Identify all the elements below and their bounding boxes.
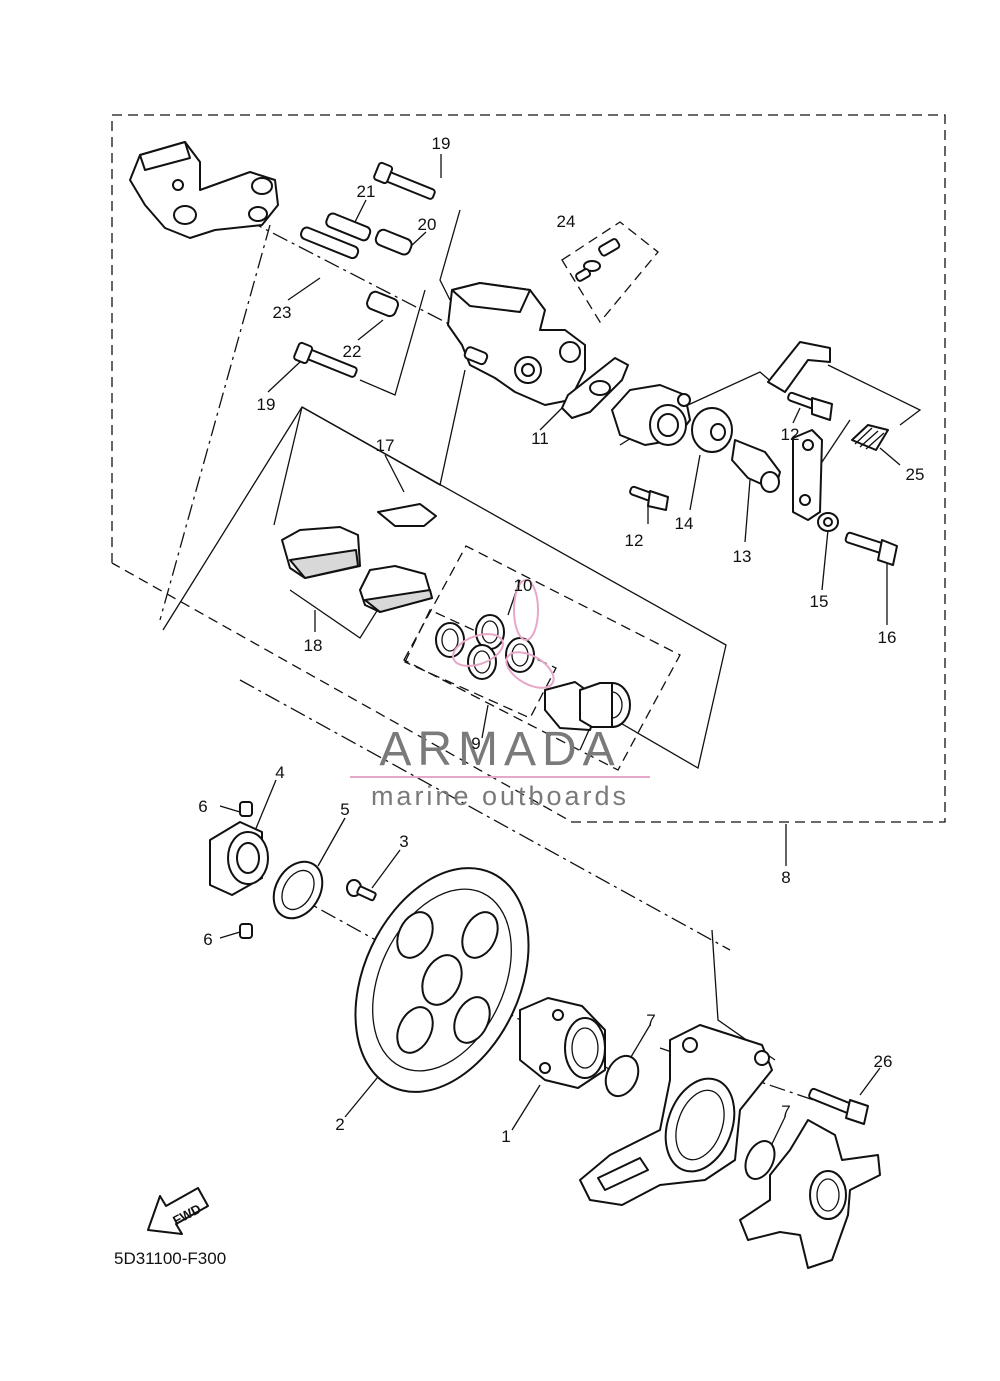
- callout-6-upper: 6: [198, 797, 207, 816]
- sprocket-flange: [739, 1119, 881, 1269]
- brake-disc: [354, 867, 530, 1093]
- watermark-brand: ARMADA: [379, 723, 620, 776]
- callout-21: 21: [357, 182, 376, 201]
- callout-13: 13: [733, 547, 752, 566]
- seal-kit-boundary: [404, 609, 557, 719]
- axle-carrier: [579, 1024, 773, 1206]
- callout-9: 9: [471, 734, 480, 753]
- caliper-bracket: [129, 141, 279, 239]
- callout-1: 1: [501, 1127, 510, 1146]
- callout-14: 14: [675, 514, 694, 533]
- callout-24: 24: [557, 212, 576, 231]
- lever-bracket: [767, 341, 831, 521]
- small-bolts: [629, 391, 889, 511]
- gasket-hole: [589, 380, 611, 396]
- washer: [272, 860, 324, 920]
- pad-spring: [377, 503, 437, 527]
- callout-19-upper: 19: [432, 134, 451, 153]
- bleed-screw-boundary: [561, 221, 659, 324]
- hub: [519, 997, 606, 1089]
- leader-lines: [219, 154, 922, 1149]
- callout-4: 4: [275, 763, 284, 782]
- caliper-assembly-boundary: [111, 114, 946, 823]
- callout-11: 11: [531, 429, 549, 448]
- callout-26: 26: [874, 1052, 893, 1071]
- fwd-arrow-icon: FWD: [147, 1187, 209, 1235]
- callout-19-lower: 19: [257, 395, 276, 414]
- brake-pads: [281, 526, 433, 613]
- callout-5: 5: [340, 800, 349, 819]
- propeller-logo-icon: [452, 579, 555, 689]
- bleed-screw: [575, 238, 621, 282]
- piston-kit-boundary: [403, 545, 681, 771]
- callout-2: 2: [335, 1115, 344, 1134]
- callout-16: 16: [878, 628, 897, 647]
- armada-watermark: ARMADA marine outboards: [350, 579, 650, 811]
- nut-and-bolt: [817, 512, 898, 566]
- callout-labels: 1 2 3 4 5 6 6 7 7 8 9 10 11 12 12 13 14 …: [198, 134, 924, 1146]
- callout-3: 3: [399, 832, 408, 851]
- callout-15: 15: [810, 592, 829, 611]
- callout-20: 20: [418, 215, 437, 234]
- callout-7-upper: 7: [646, 1011, 655, 1030]
- adjuster-parts: [691, 407, 781, 493]
- o-ring-lower: [744, 1140, 776, 1180]
- disc-screw: [346, 879, 377, 902]
- callout-12-lower: 12: [625, 531, 644, 550]
- diagram-code: 5D31100-F300: [114, 1249, 226, 1268]
- o-ring-upper: [604, 1054, 640, 1098]
- callout-12-upper: 12: [781, 425, 800, 444]
- carrier-bolt: [808, 1087, 869, 1125]
- callout-22: 22: [343, 342, 362, 361]
- caliper-group-outline: [162, 406, 727, 770]
- caliper-body: [447, 282, 586, 406]
- callout-10: 10: [514, 576, 533, 595]
- pistons: [544, 681, 631, 731]
- callout-7-lower: 7: [781, 1102, 790, 1121]
- seal-rings: [435, 614, 535, 680]
- hub-nut: [209, 801, 269, 939]
- callout-25: 25: [906, 465, 925, 484]
- parking-brake-housing: [611, 384, 691, 446]
- callout-8: 8: [781, 868, 790, 887]
- callout-6-lower: 6: [203, 930, 212, 949]
- callout-18: 18: [304, 636, 323, 655]
- callout-17: 17: [376, 436, 395, 455]
- callout-23: 23: [273, 303, 292, 322]
- watermark-tagline: marine outboards: [371, 781, 629, 811]
- slide-pins: [293, 161, 436, 378]
